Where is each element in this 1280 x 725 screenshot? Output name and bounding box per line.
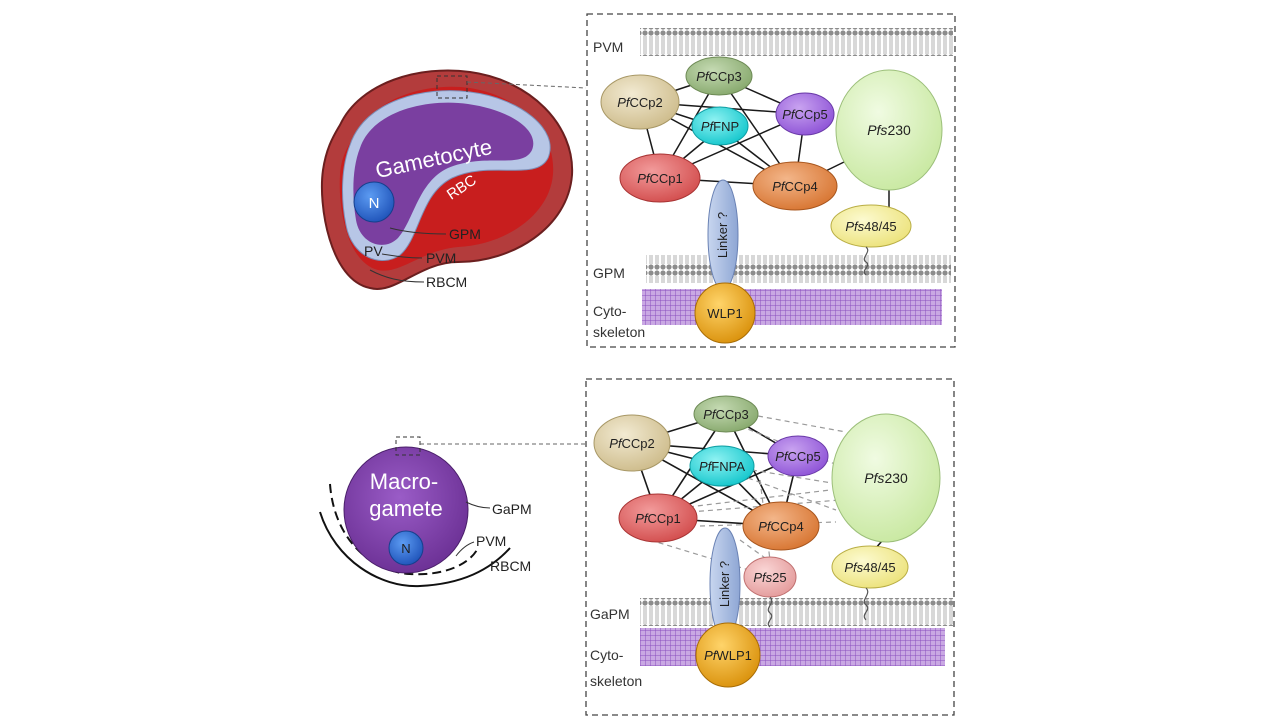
macro-pvm-label: PVM	[476, 533, 506, 549]
nucleus	[353, 181, 395, 223]
ccp4-label: PfCCp4	[772, 179, 818, 194]
nucleus-label: N	[369, 195, 380, 212]
pfs25-label: Pfs25	[753, 570, 786, 585]
ccp3-label: PfCCp3	[696, 69, 742, 84]
ccp5-node	[775, 92, 835, 136]
zoom-marker	[436, 75, 468, 99]
gapm-bilayer	[640, 598, 953, 626]
b-ccp3-label: PfCCp3	[703, 407, 749, 422]
cyto-bottom-label-2: skeleton	[590, 673, 642, 689]
fnp-label: PfFNP	[701, 119, 739, 134]
b-ccp5-node	[767, 435, 829, 477]
gapm-leader	[465, 501, 491, 509]
pfwlp1-label: PfWLP1	[704, 648, 752, 663]
macrogamete-label-1: Macro-	[370, 469, 438, 494]
b-pfs4845-label: Pfs48/45	[844, 560, 895, 575]
pfs4845-node	[830, 204, 912, 248]
cytoskeleton-label-2: skeleton	[593, 324, 645, 340]
fnp-node	[691, 106, 749, 146]
b-fnpa-label: PfFNPA	[699, 459, 745, 474]
gametocyte-inset: PVM GPM Cyto- skeleton PfCCp3 PfCCp	[586, 13, 956, 348]
pfs230-node	[835, 69, 943, 191]
wlp1-label: WLP1	[707, 306, 742, 321]
macrogamete-label-2: gamete	[369, 496, 442, 521]
gapm-inset-label: GaPM	[590, 606, 630, 622]
gpm-bilayer	[646, 255, 951, 283]
b-pfs230-label: Pfs230	[864, 470, 908, 486]
b-ccp1-node	[618, 493, 698, 543]
pvm-label: PVM	[426, 250, 456, 266]
pv-label: PV	[364, 243, 383, 259]
gpm-leader	[389, 227, 447, 235]
b-ccp5-label: PfCCp5	[775, 449, 821, 464]
ccp2-node	[600, 74, 680, 130]
rbcm-leader	[369, 269, 425, 283]
cytoskeleton-label-1: Cyto-	[593, 303, 627, 319]
rbcm-curve	[319, 511, 511, 588]
ccp4-node	[752, 161, 838, 211]
macro-nucleus-label: N	[401, 541, 410, 556]
ccp1-label: PfCCp1	[637, 171, 683, 186]
gpm-label: GPM	[449, 226, 481, 242]
pfs25-anchor	[767, 596, 773, 628]
b-pfs4845-node	[831, 545, 909, 589]
gapm-label: GaPM	[492, 501, 532, 517]
b-fnpa-node	[689, 445, 755, 487]
pfs230-label: Pfs230	[867, 122, 911, 138]
wlp1-node	[694, 282, 756, 344]
b-ccp2-label: PfCCp2	[609, 436, 655, 451]
ccp5-label: PfCCp5	[782, 107, 828, 122]
macrogamete-cell: N Macro- gamete GaPM PVM RBCM	[319, 436, 586, 588]
pfwlp1-node	[695, 622, 761, 688]
b-ccp1-label: PfCCp1	[635, 511, 681, 526]
zoom-connector	[466, 81, 587, 89]
ccp3-node	[685, 56, 753, 96]
macro-pvm-leader	[455, 541, 475, 557]
ccp1-node	[619, 153, 701, 203]
gametocyte-cell: N Gametocyte RBC PV GPM PVM RBCM	[320, 69, 587, 290]
pfs4845-label: Pfs48/45	[845, 219, 896, 234]
linker-label: Linker ?	[715, 212, 730, 258]
b-ccp2-node	[593, 414, 671, 472]
b-linker-label: Linker ?	[717, 561, 732, 607]
pvm-leader	[381, 253, 423, 259]
macrogamete-body	[343, 446, 469, 574]
rbcm-label: RBCM	[426, 274, 467, 290]
macro-rbcm-label: RBCM	[490, 558, 531, 574]
pfs4845-anchor	[863, 246, 869, 276]
pvm-inset-label: PVM	[593, 39, 623, 55]
b-ccp3-node	[693, 395, 759, 433]
gametocyte-body	[353, 102, 534, 245]
cytoskeleton	[642, 289, 942, 325]
gpm-inset-label: GPM	[593, 265, 625, 281]
pvm-bilayer	[640, 28, 953, 56]
cyto-bottom-label-1: Cyto-	[590, 647, 624, 663]
b-ccp4-label: PfCCp4	[758, 519, 804, 534]
b-pfs4845-anchor	[863, 587, 869, 621]
b-pfs230-node	[831, 413, 941, 543]
ccp2-label: PfCCp2	[617, 95, 663, 110]
cytoskeleton-bottom	[640, 628, 945, 666]
macro-nucleus	[388, 530, 424, 566]
b-ccp4-node	[742, 501, 820, 551]
macrogamete-inset: GaPM Cyto- skeleton	[585, 378, 955, 716]
